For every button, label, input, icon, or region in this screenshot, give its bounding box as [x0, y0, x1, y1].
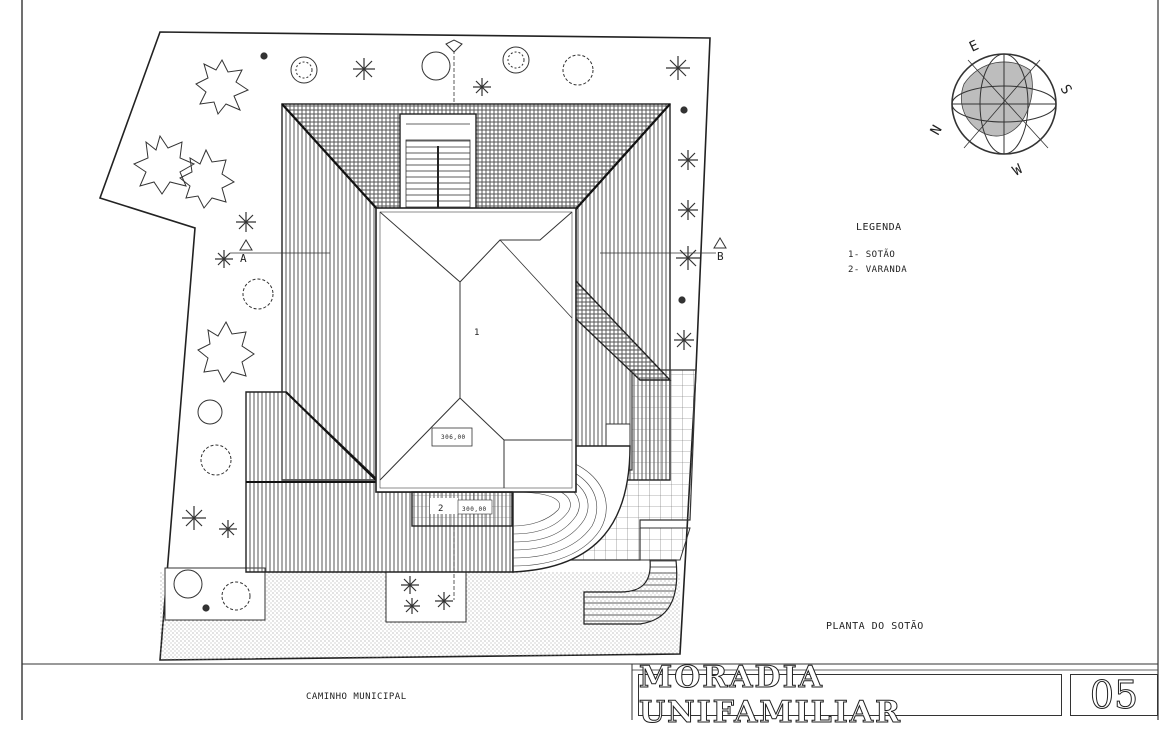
- tree-round: [242, 278, 274, 310]
- plan-title: PLANTA DO SOTÃO: [826, 621, 924, 632]
- tree-round: [173, 569, 203, 599]
- title-block-project: MORADIA UNIFAMILIAR: [638, 660, 1062, 730]
- room-area-1: 306,00: [441, 434, 466, 441]
- shrub-spiky: [182, 52, 700, 614]
- tree-round: [562, 54, 594, 86]
- sheet-number: 05: [1089, 673, 1139, 718]
- spiral-stair: [583, 527, 691, 625]
- tree-round: [290, 56, 318, 84]
- tree-round: [421, 51, 451, 81]
- compass-letter-w: W: [1010, 161, 1026, 179]
- trees: [132, 46, 700, 614]
- room-number-1: 1: [474, 328, 480, 338]
- paved-ground: [160, 567, 680, 660]
- veranda: [411, 491, 513, 527]
- road-label: CAMINHO MUNICIPAL: [306, 692, 407, 702]
- tree-star-large: [132, 134, 196, 195]
- tree-round: [507, 51, 525, 69]
- compass-globe: E S W N: [928, 38, 1075, 180]
- room-number-2: 2: [438, 504, 444, 514]
- legend-item-sotao: 1- SOTÃO: [848, 250, 896, 260]
- tree-round: [221, 581, 251, 611]
- compass-letter-n: N: [928, 123, 946, 138]
- tree-round: [502, 46, 530, 74]
- tree-round: [200, 444, 232, 476]
- attic-room: [375, 207, 577, 493]
- tree-star-large: [197, 320, 255, 383]
- staircase: [399, 113, 477, 215]
- tree-star-large: [195, 58, 250, 116]
- sheet-frame: [21, 0, 1159, 720]
- section-lines: [230, 39, 727, 600]
- tree-round: [295, 61, 313, 79]
- legend-item-varanda: 2- VARANDA: [848, 265, 908, 275]
- compass-letter-e: E: [967, 38, 981, 56]
- section-marker-b: B: [717, 250, 725, 263]
- room-area-2: 300,00: [462, 506, 487, 513]
- tree-round: [197, 399, 223, 425]
- compass-letter-s: S: [1057, 82, 1075, 97]
- title-block-sheet: 05: [1070, 673, 1158, 718]
- tree-star-large: [179, 148, 235, 209]
- legend-title: LEGENDA: [856, 222, 902, 233]
- section-marker-a: A: [240, 252, 248, 265]
